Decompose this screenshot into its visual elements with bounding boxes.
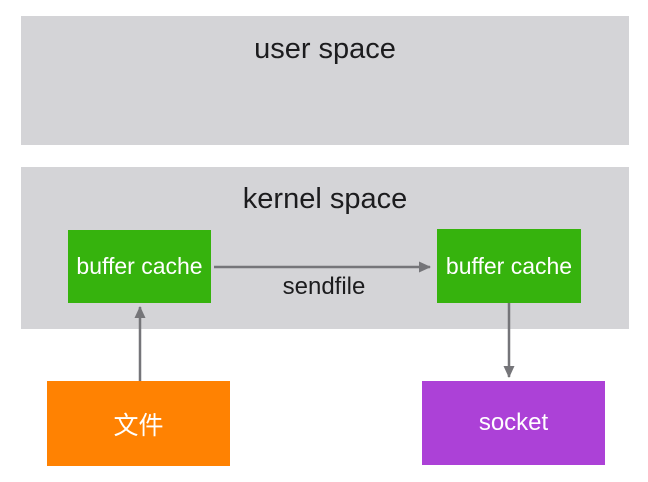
buffer-cache-right-box: buffer cache [437,229,581,303]
buffer-cache-right-label: buffer cache [445,252,573,279]
socket-box: socket [422,381,605,465]
sendfile-edge-label: sendfile [282,273,366,300]
file-box: 文件 [47,381,230,466]
buffer-cache-left-box: buffer cache [68,230,211,303]
user-space-region: user space [21,16,629,145]
socket-label: socket [478,409,549,436]
file-label: 文件 [113,411,164,440]
kernel-space-label: kernel space [242,183,408,215]
buffer-cache-left-label: buffer cache [76,253,203,279]
user-space-label: user space [254,33,396,65]
